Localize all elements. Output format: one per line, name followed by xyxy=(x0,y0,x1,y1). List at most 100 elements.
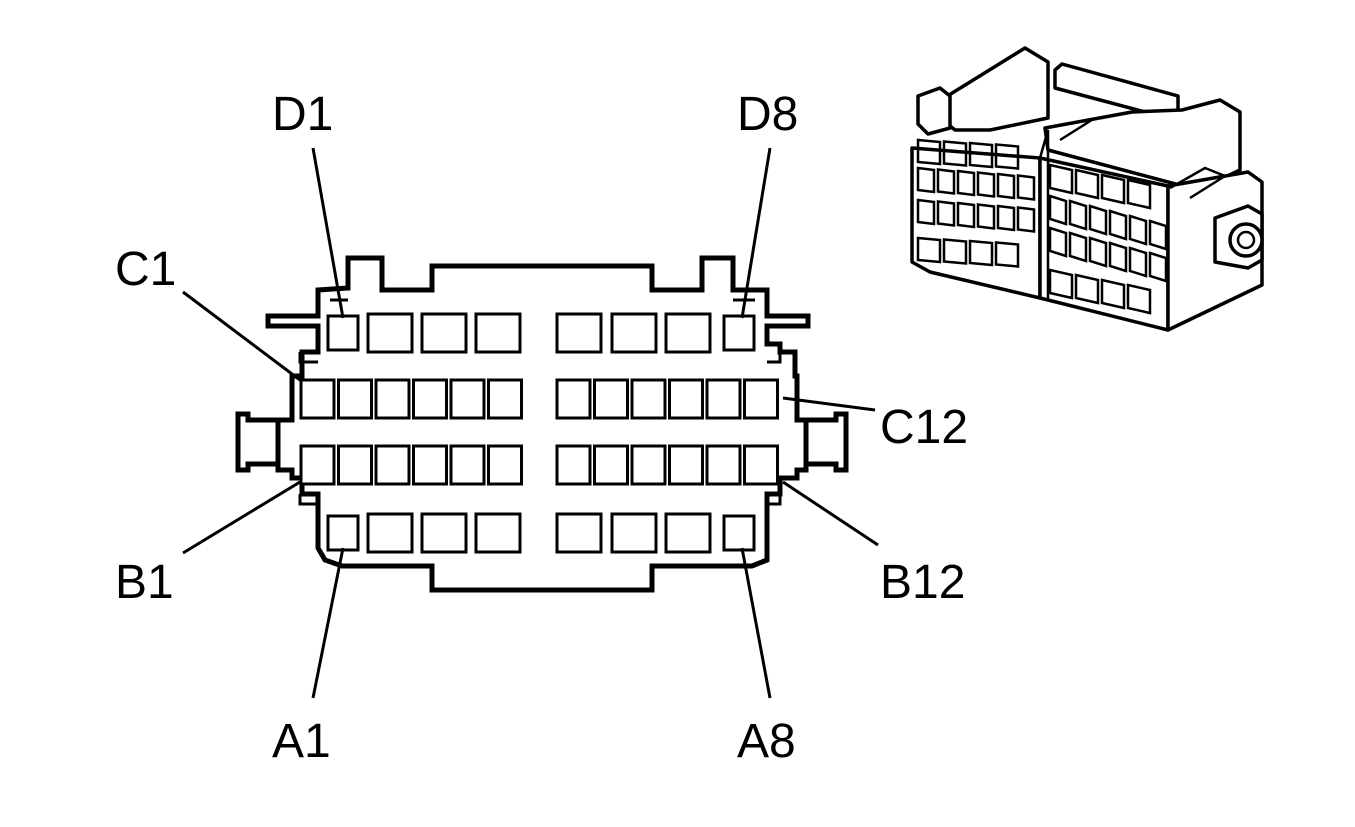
pin-cavity-c4 xyxy=(412,378,448,420)
leader-c1 xyxy=(182,290,301,382)
iso-cell-left-2-3 xyxy=(976,203,996,230)
pin-cavity-d7 xyxy=(664,312,712,354)
pin-cavity-c3 xyxy=(374,378,411,420)
iso-cell-left-3-2 xyxy=(968,239,994,267)
connector-isometric-view xyxy=(910,46,1264,332)
iso-cell-left-0-2 xyxy=(968,141,994,169)
pin-cavity-b2 xyxy=(337,444,373,486)
iso-cell-left-0-3 xyxy=(994,143,1020,170)
label-c1: C1 xyxy=(115,243,176,296)
iso-cell-right-1-0 xyxy=(1048,194,1068,226)
pin-cavity-a8 xyxy=(722,514,756,552)
housing-outline xyxy=(265,255,811,593)
iso-cell-right-1-3 xyxy=(1108,209,1128,241)
iso-cell-right-1-1 xyxy=(1068,199,1088,231)
leader-c12 xyxy=(782,396,876,412)
iso-cell-right-2-3 xyxy=(1108,241,1128,273)
iso-cell-right-0-1 xyxy=(1074,168,1100,200)
pin-cavity-a4 xyxy=(474,512,522,554)
leader-b12 xyxy=(782,480,879,547)
iso-cell-left-2-5 xyxy=(1016,206,1036,233)
iso-cell-left-3-3 xyxy=(994,241,1020,268)
pin-cavity-c2 xyxy=(337,378,373,420)
iso-cell-right-0-3 xyxy=(1126,178,1152,210)
pin-cavity-b3 xyxy=(374,444,411,486)
iso-cell-left-1-0 xyxy=(916,166,936,194)
label-c12: C12 xyxy=(880,401,968,454)
pin-cavity-c12 xyxy=(743,378,779,420)
iso-cell-left-1-4 xyxy=(996,172,1016,200)
leader-b1 xyxy=(182,480,301,555)
pin-cavity-b11 xyxy=(705,444,742,486)
pin-cavity-b4 xyxy=(412,444,448,486)
iso-cell-right-3-1 xyxy=(1074,273,1100,305)
pin-cavity-a7 xyxy=(664,512,712,554)
iso-cell-left-0-1 xyxy=(942,140,968,167)
pin-cavity-c7 xyxy=(555,378,592,420)
iso-right-top xyxy=(1043,98,1242,192)
iso-left-tab xyxy=(916,86,952,136)
iso-cell-left-0-0 xyxy=(916,138,942,166)
iso-cell-right-3-2 xyxy=(1100,278,1126,310)
iso-cell-left-3-0 xyxy=(916,236,942,264)
pin-cavity-a5 xyxy=(555,512,603,554)
iso-cell-right-3-0 xyxy=(1048,268,1074,300)
pin-cavity-b12 xyxy=(743,444,779,486)
iso-cell-left-1-1 xyxy=(936,168,956,195)
iso-cell-left-2-2 xyxy=(956,201,976,229)
iso-pin-cells xyxy=(916,138,1168,315)
pin-cavity-d1 xyxy=(326,314,360,352)
iso-divider xyxy=(1038,116,1096,300)
leader-lines xyxy=(182,147,879,699)
label-d8: D8 xyxy=(737,88,798,141)
pin-cavity-c6 xyxy=(487,378,523,420)
pin-cavity-a2 xyxy=(366,512,414,554)
iso-left-top xyxy=(926,46,1050,132)
right-latch xyxy=(806,411,849,473)
pin-cavity-c10 xyxy=(668,378,704,420)
pin-cavity-c5 xyxy=(449,378,486,420)
pin-cavity-b6 xyxy=(487,444,523,486)
label-b1: B1 xyxy=(115,556,174,609)
pin-cavity-b8 xyxy=(593,444,629,486)
iso-cell-right-2-1 xyxy=(1068,231,1088,263)
pin-cavity-b10 xyxy=(668,444,704,486)
label-b12: B12 xyxy=(880,556,965,609)
iso-cell-right-2-5 xyxy=(1148,251,1168,283)
pin-cavity-b5 xyxy=(449,444,486,486)
pin-cavity-d5 xyxy=(555,312,603,354)
label-a1: A1 xyxy=(272,715,331,768)
label-a8: A8 xyxy=(737,715,796,768)
pin-cavity-d2 xyxy=(366,312,414,354)
pin-labels: D1 D8 C1 C12 B1 B12 A1 A8 xyxy=(115,88,968,768)
iso-cell-right-0-2 xyxy=(1100,173,1126,205)
left-latch xyxy=(235,411,278,473)
iso-cell-right-2-2 xyxy=(1088,236,1108,268)
pin-cavity-a6 xyxy=(610,512,658,554)
iso-cell-right-2-0 xyxy=(1048,226,1068,258)
left-inner-step xyxy=(298,352,318,506)
iso-cell-right-2-4 xyxy=(1128,246,1148,278)
leader-d8 xyxy=(740,147,772,319)
iso-cell-left-2-1 xyxy=(936,200,956,227)
leader-a8 xyxy=(740,547,772,699)
iso-cell-right-1-4 xyxy=(1128,214,1148,246)
iso-cell-left-3-1 xyxy=(942,238,968,265)
right-inner-step xyxy=(767,352,782,506)
label-d1: D1 xyxy=(272,88,333,141)
pin-cavity-b9 xyxy=(630,444,667,486)
iso-cell-left-1-5 xyxy=(1016,174,1036,201)
pin-cavity-b7 xyxy=(555,444,592,486)
pin-cavity-b1 xyxy=(299,444,336,486)
iso-cell-right-1-2 xyxy=(1088,204,1108,236)
pin-cavity-c8 xyxy=(593,378,629,420)
iso-cell-right-0-0 xyxy=(1048,163,1074,195)
iso-latch-knob xyxy=(1228,222,1264,258)
pin-cavity-d8 xyxy=(722,314,756,352)
pin-cavity-d3 xyxy=(420,312,468,354)
iso-cell-left-2-0 xyxy=(916,198,936,226)
leader-d1 xyxy=(311,147,345,319)
pin-cavity-c11 xyxy=(705,378,742,420)
pin-cavities xyxy=(299,312,779,554)
